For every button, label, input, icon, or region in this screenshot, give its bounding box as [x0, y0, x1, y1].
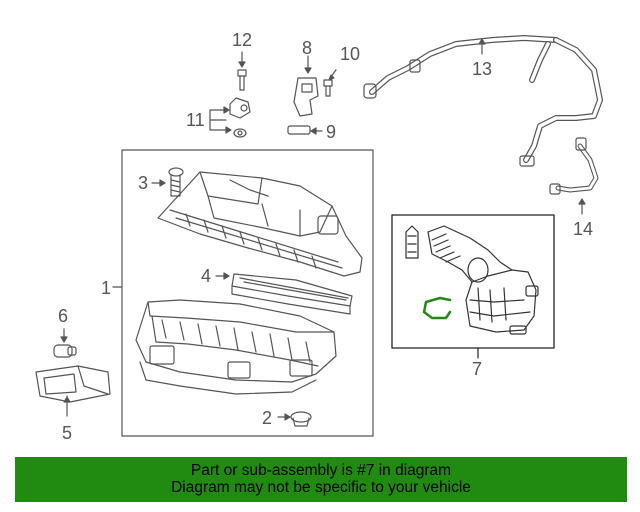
fitting-6-icon — [53, 328, 77, 358]
callout-7: 7 — [472, 359, 483, 379]
gasket-9-icon — [287, 125, 323, 135]
assembly-box-1 — [121, 149, 374, 437]
callout-3: 3 — [138, 173, 149, 193]
grommet-2-icon — [277, 411, 312, 427]
callout-8: 8 — [302, 38, 313, 58]
subassembly-box-7 — [391, 214, 555, 349]
duct-5-icon — [35, 365, 111, 417]
callout-5: 5 — [62, 423, 73, 443]
callout-2: 2 — [262, 408, 273, 428]
callout-1: 1 — [101, 278, 112, 298]
callout-11: 11 — [186, 110, 205, 130]
callout-14: 14 — [573, 219, 594, 239]
banner-line-disclaimer: Diagram may not be specific to your vehi… — [171, 479, 471, 496]
tube-14-icon — [549, 137, 599, 215]
parts-diagram — [35, 35, 603, 437]
intake-duct-7 — [405, 225, 539, 335]
callout-6: 6 — [58, 306, 69, 326]
vent-hose-13-icon — [363, 35, 603, 167]
clip-7-icon — [422, 296, 452, 320]
info-banner: Part or sub-assembly is #7 in diagram Di… — [15, 457, 627, 502]
callout-10: 10 — [340, 44, 361, 64]
callout-9: 9 — [326, 122, 337, 142]
callout-4: 4 — [201, 266, 212, 286]
screw-10-icon — [323, 69, 337, 97]
sensor-8-icon — [293, 55, 319, 117]
banner-line-part: Part or sub-assembly is #7 in diagram — [190, 462, 452, 479]
callout-13: 13 — [472, 59, 493, 79]
callout-12: 12 — [232, 30, 253, 50]
air-cleaner-upper-housing — [157, 171, 363, 277]
sensor-11-icon — [209, 97, 251, 138]
bolt-3-icon — [151, 167, 184, 197]
air-filter-element-4 — [215, 272, 353, 315]
air-cleaner-lower-housing — [135, 299, 337, 395]
bolt-12-icon — [237, 51, 247, 91]
